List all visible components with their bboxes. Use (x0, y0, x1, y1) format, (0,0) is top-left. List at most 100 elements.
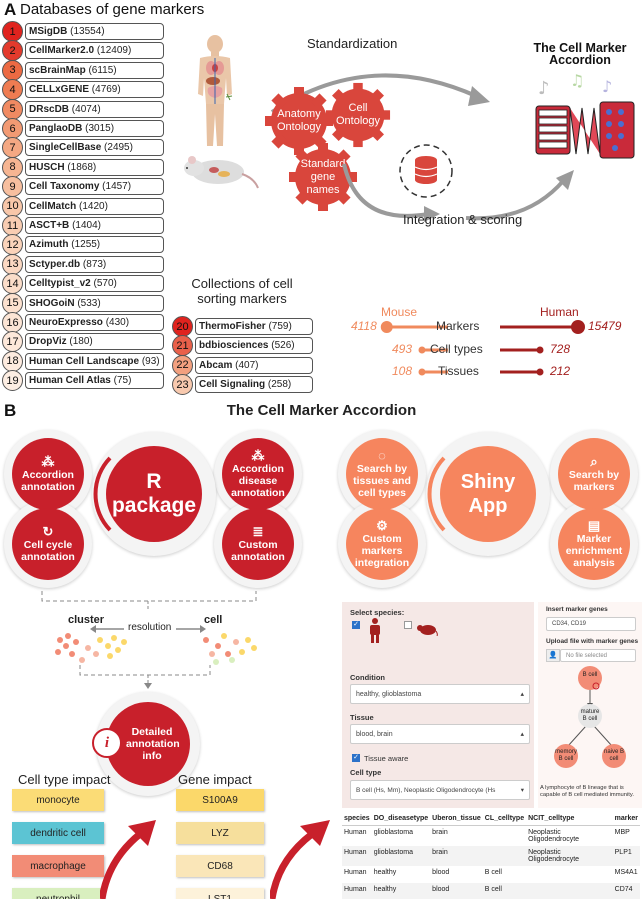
table-cell (483, 826, 526, 847)
table-cell: brain (430, 846, 483, 866)
table-column-header[interactable]: DO_diseasetype (371, 812, 431, 826)
gear-label: Cell Ontology (336, 102, 381, 127)
collection-row: 23 Cell Signaling (258) (172, 374, 313, 396)
impact-arrow-2 (270, 820, 330, 899)
database-row: 9 Cell Taxonomy (1457) (2, 176, 164, 198)
collection-count: (258) (267, 379, 292, 391)
accordion-title-line-2: Accordion (549, 53, 611, 67)
svg-text:♪: ♪ (602, 77, 612, 96)
database-name: ASCT+B (29, 220, 70, 231)
collection-rank-badge: 22 (172, 354, 193, 376)
database-name: SHOGoiN (29, 297, 75, 309)
database-row: 18 Human Cell Landscape (93) (2, 350, 164, 372)
human-point (571, 320, 585, 334)
gear-anatomy-ontology: Anatomy Ontology (264, 86, 334, 156)
human-checkbox[interactable]: ✓ (352, 621, 360, 629)
database-name: SingleCellBase (29, 142, 102, 154)
stack-icon: ≣ (252, 523, 264, 539)
database-name-box: DropViz (180) (25, 333, 164, 351)
table-column-header[interactable]: NCIT_celltype (526, 812, 613, 826)
database-name: Human Cell Atlas (29, 375, 111, 387)
collection-count: (526) (271, 340, 295, 352)
collection-count: (759) (268, 321, 292, 332)
tree-node-b-cell[interactable]: B cell (582, 672, 598, 678)
cell-type-impact-item: neutrophil (12, 888, 104, 899)
caret-down-icon: ▾ (520, 787, 524, 794)
database-rank-badge: 16 (2, 312, 23, 333)
table-cell: glioblastoma (373, 829, 413, 836)
accordion-title-line-1: The Cell Marker (533, 41, 627, 55)
insert-marker-label: Insert marker genes (546, 606, 608, 613)
database-count: (533) (77, 297, 101, 309)
feature-cell-cycle-annotation: ↻Cell cycle annotation (12, 508, 84, 580)
tissue-aware-checkbox[interactable]: ✓ (352, 754, 360, 762)
mouse-checkbox[interactable] (404, 621, 412, 629)
collection-name-box: bdbiosciences (526) (195, 337, 313, 355)
collection-name-box: Abcam (407) (195, 356, 313, 374)
collection-name: Cell Signaling (199, 379, 266, 391)
database-row: 13 Sctyper.db (873) (2, 253, 164, 275)
table-cell: PLP1 (612, 846, 640, 866)
database-count: (1457) (102, 181, 132, 193)
database-row: 3 scBrainMap (6115) (2, 59, 164, 81)
databases-title: Databases of gene markers (20, 1, 205, 18)
integration-arrow (342, 163, 574, 222)
tree-node-mature-b-cell[interactable]: mature B cell (580, 709, 600, 722)
cell-type-impact-item: dendritic cell (12, 822, 104, 844)
condition-label: Condition (350, 673, 385, 682)
feature-label: Custom markers integration (354, 532, 410, 569)
database-name-box: DRscDB (4074) (25, 100, 164, 118)
collection-name: ThermoFisher (199, 321, 266, 332)
tree-node-naive-b-cell[interactable]: naive B cell (603, 749, 624, 762)
database-row: 10 CellMatch (1420) (2, 195, 164, 217)
database-count: (13554) (70, 26, 105, 37)
tissue-select[interactable]: blood, brain▴ (350, 724, 530, 744)
table-cell (526, 883, 613, 899)
table-column-header[interactable]: Uberon_tissue (430, 812, 483, 826)
svg-text:♫: ♫ (570, 71, 584, 90)
human-value: 15479 (588, 319, 622, 333)
collection-rank-badge: 23 (172, 374, 193, 396)
detailed-annotation-label: Detailed annotation info (126, 726, 180, 762)
table-cell (482, 846, 527, 866)
cell-label: cell (204, 614, 223, 626)
condition-select[interactable]: healthy, glioblastoma▴ (350, 684, 530, 704)
gene-impact-item: LYZ (176, 822, 264, 844)
table-column-header[interactable]: CL_celltype (482, 812, 527, 826)
cells-icon: ⁂ (251, 447, 265, 463)
table-cell: B cell (484, 869, 502, 876)
database-row: 19 Human Cell Atlas (75) (2, 370, 164, 392)
database-name-box: Azimuth (1255) (25, 236, 164, 254)
chart-icon: ▤ (587, 517, 601, 533)
database-name-box: Human Cell Atlas (75) (25, 372, 164, 390)
collection-row: 22 Abcam (407) (172, 354, 313, 376)
cell-type-label: Cell type (350, 768, 382, 777)
mouse-icon (417, 625, 438, 636)
marker-genes-input[interactable]: CD34, CD19 (546, 617, 636, 631)
human-value: 728 (550, 342, 571, 356)
database-rank-badge: 15 (2, 292, 23, 314)
upload-button[interactable]: 👤 (546, 649, 560, 662)
cells-icon: ⁂ (41, 453, 55, 469)
cell-type-select[interactable]: B cell (Hs, Mm), Neoplastic Oligodendroc… (350, 780, 530, 800)
integration-label: Integration & scoring (403, 212, 523, 227)
database-name: CellMarker2.0 (29, 45, 95, 57)
database-name: DropViz (29, 336, 67, 348)
database-row: 11 ASCT+B (1404) (2, 215, 164, 236)
database-name: NeuroExpresso (29, 317, 103, 328)
table-column-header[interactable]: marker (612, 812, 640, 826)
table-column-header[interactable]: species (342, 812, 372, 826)
collection-rank-badge: 20 (172, 316, 193, 337)
table-cell: brain (432, 829, 448, 836)
collection-rank-badge: 21 (172, 335, 193, 357)
collection-row: 21 bdbiosciences (526) (172, 335, 313, 357)
shiny-app-line-1: Shiny (460, 471, 516, 493)
database-name-box: SingleCellBase (2495) (25, 139, 164, 157)
database-name: HUSCH (29, 161, 65, 173)
tree-node-memory-b-cell[interactable]: memory B cell (555, 749, 577, 762)
